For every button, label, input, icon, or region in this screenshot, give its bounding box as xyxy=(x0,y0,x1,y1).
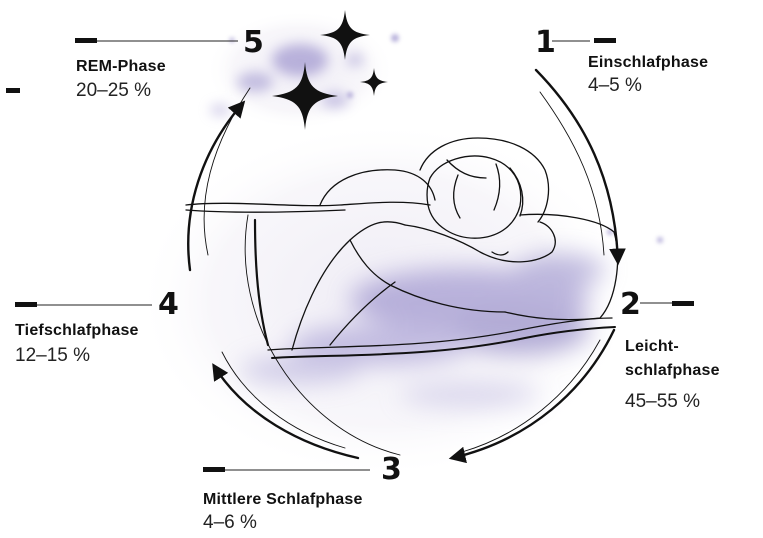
phase-1-name: Einschlafphase xyxy=(588,52,708,73)
phase-2-name-line2: schlafphase xyxy=(625,360,720,381)
phase-2-name-line1: Leicht- xyxy=(625,336,679,357)
phase-4-name: Tiefschlafphase xyxy=(15,320,139,341)
phase-3-number: 3 xyxy=(381,455,402,485)
phase-2-share: 45–55 % xyxy=(625,391,700,413)
phase-1-share: 4–5 % xyxy=(588,75,642,97)
phase-3-dash xyxy=(203,467,225,472)
phase-1-dash xyxy=(594,38,616,43)
phase-1-number: 1 xyxy=(535,28,556,58)
phase-5-name: REM-Phase xyxy=(76,56,166,77)
phase-4-number: 4 xyxy=(158,290,179,320)
phase-5-share: 20–25 % xyxy=(76,80,151,102)
watercolor-background xyxy=(135,10,663,480)
phase-3-share: 4–6 % xyxy=(203,512,257,534)
phase-2-number: 2 xyxy=(620,290,641,320)
phase-5-dash xyxy=(75,38,97,43)
phase-5-number: 5 xyxy=(243,28,264,58)
phase-4-dash xyxy=(15,302,37,307)
phase-2-dash xyxy=(672,301,694,306)
margin-dash xyxy=(6,88,20,93)
phase-3-name: Mittlere Schlafphase xyxy=(203,489,363,510)
phase-4-share: 12–15 % xyxy=(15,345,90,367)
